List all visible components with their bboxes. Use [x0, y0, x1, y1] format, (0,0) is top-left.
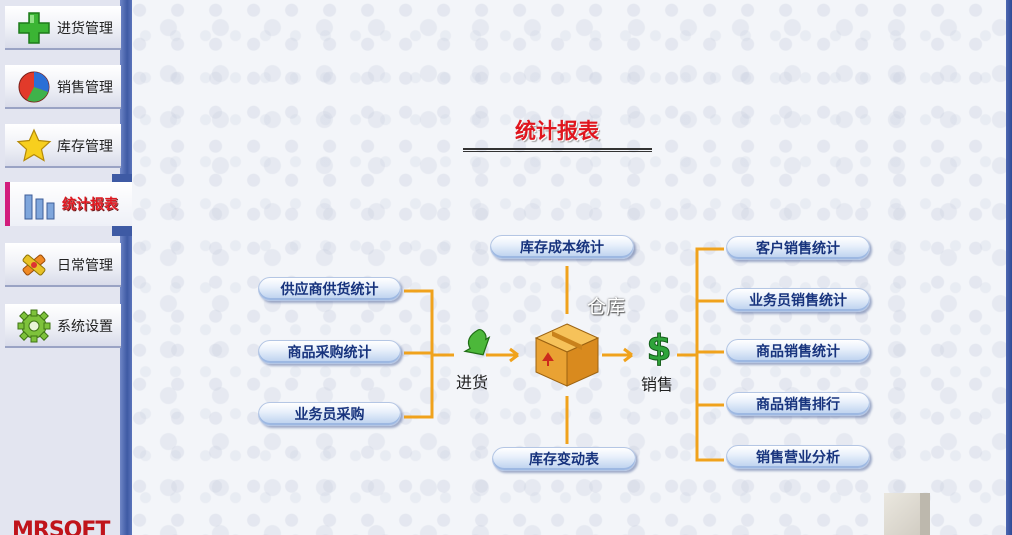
sidebar-rail	[120, 0, 132, 535]
decorative-box	[884, 493, 930, 535]
report-button-salesman-sales[interactable]: 业务员销售统计	[726, 288, 870, 312]
sidebar-item-purchase[interactable]: 进货管理	[5, 6, 121, 50]
report-button-customer-sales[interactable]: 客户销售统计	[726, 236, 870, 260]
tools-icon	[22, 254, 46, 275]
report-button-salesman-purchase[interactable]: 业务员采购	[258, 402, 401, 426]
report-button-inventory-change[interactable]: 库存变动表	[492, 447, 636, 471]
svg-text:$: $	[646, 328, 671, 366]
sidebar-item-label: 日常管理	[57, 257, 113, 274]
sales-label: 销售	[641, 375, 674, 394]
sidebar-item-label: 库存管理	[57, 138, 113, 155]
sidebar-item-settings[interactable]: 系统设置	[5, 304, 121, 348]
report-button-product-purchase[interactable]: 商品采购统计	[258, 340, 401, 364]
sidebar-item-label: 系统设置	[57, 318, 113, 335]
report-button-supplier-supply[interactable]: 供应商供货统计	[258, 277, 401, 301]
star-icon	[16, 128, 52, 162]
report-button-product-ranking[interactable]: 商品销售排行	[726, 392, 870, 416]
active-tab-edge	[112, 174, 132, 184]
sidebar-item-reports[interactable]: 统计报表	[5, 182, 132, 226]
report-button-inventory-cost[interactable]: 库存成本统计	[490, 235, 634, 259]
warehouse-label: 仓库	[587, 296, 626, 318]
right-border	[1006, 0, 1012, 535]
purchase-label: 进货	[456, 373, 489, 392]
main-panel: 统计报表 供应商供货统计 商品采购统计 业务员采购 库存成本统	[132, 0, 1006, 535]
report-button-sales-analysis[interactable]: 销售营业分析	[726, 445, 870, 469]
warehouse-box-icon	[534, 323, 600, 387]
mrsoft-logo: MRSOFT	[12, 518, 110, 535]
sidebar: 进货管理 销售管理 库存管理 统计报表 日常管理	[0, 0, 132, 535]
purchase-arrow-icon	[463, 328, 491, 356]
sidebar-item-label: 统计报表	[62, 197, 118, 213]
page-title: 统计报表	[515, 119, 599, 143]
gear-icon	[17, 309, 51, 342]
active-tab-edge	[112, 226, 132, 236]
sidebar-item-sales[interactable]: 销售管理	[5, 65, 121, 109]
sidebar-item-inventory[interactable]: 库存管理	[5, 124, 121, 168]
plus-icon	[18, 11, 50, 44]
sidebar-item-label: 销售管理	[57, 79, 113, 96]
bar-chart-icon	[24, 194, 55, 220]
title-divider	[463, 148, 652, 152]
pie-chart-icon	[18, 71, 50, 102]
sidebar-item-label: 进货管理	[57, 20, 113, 37]
report-button-product-sales[interactable]: 商品销售统计	[726, 339, 870, 363]
dollar-icon: $	[646, 328, 672, 367]
sidebar-item-daily[interactable]: 日常管理	[5, 243, 121, 287]
